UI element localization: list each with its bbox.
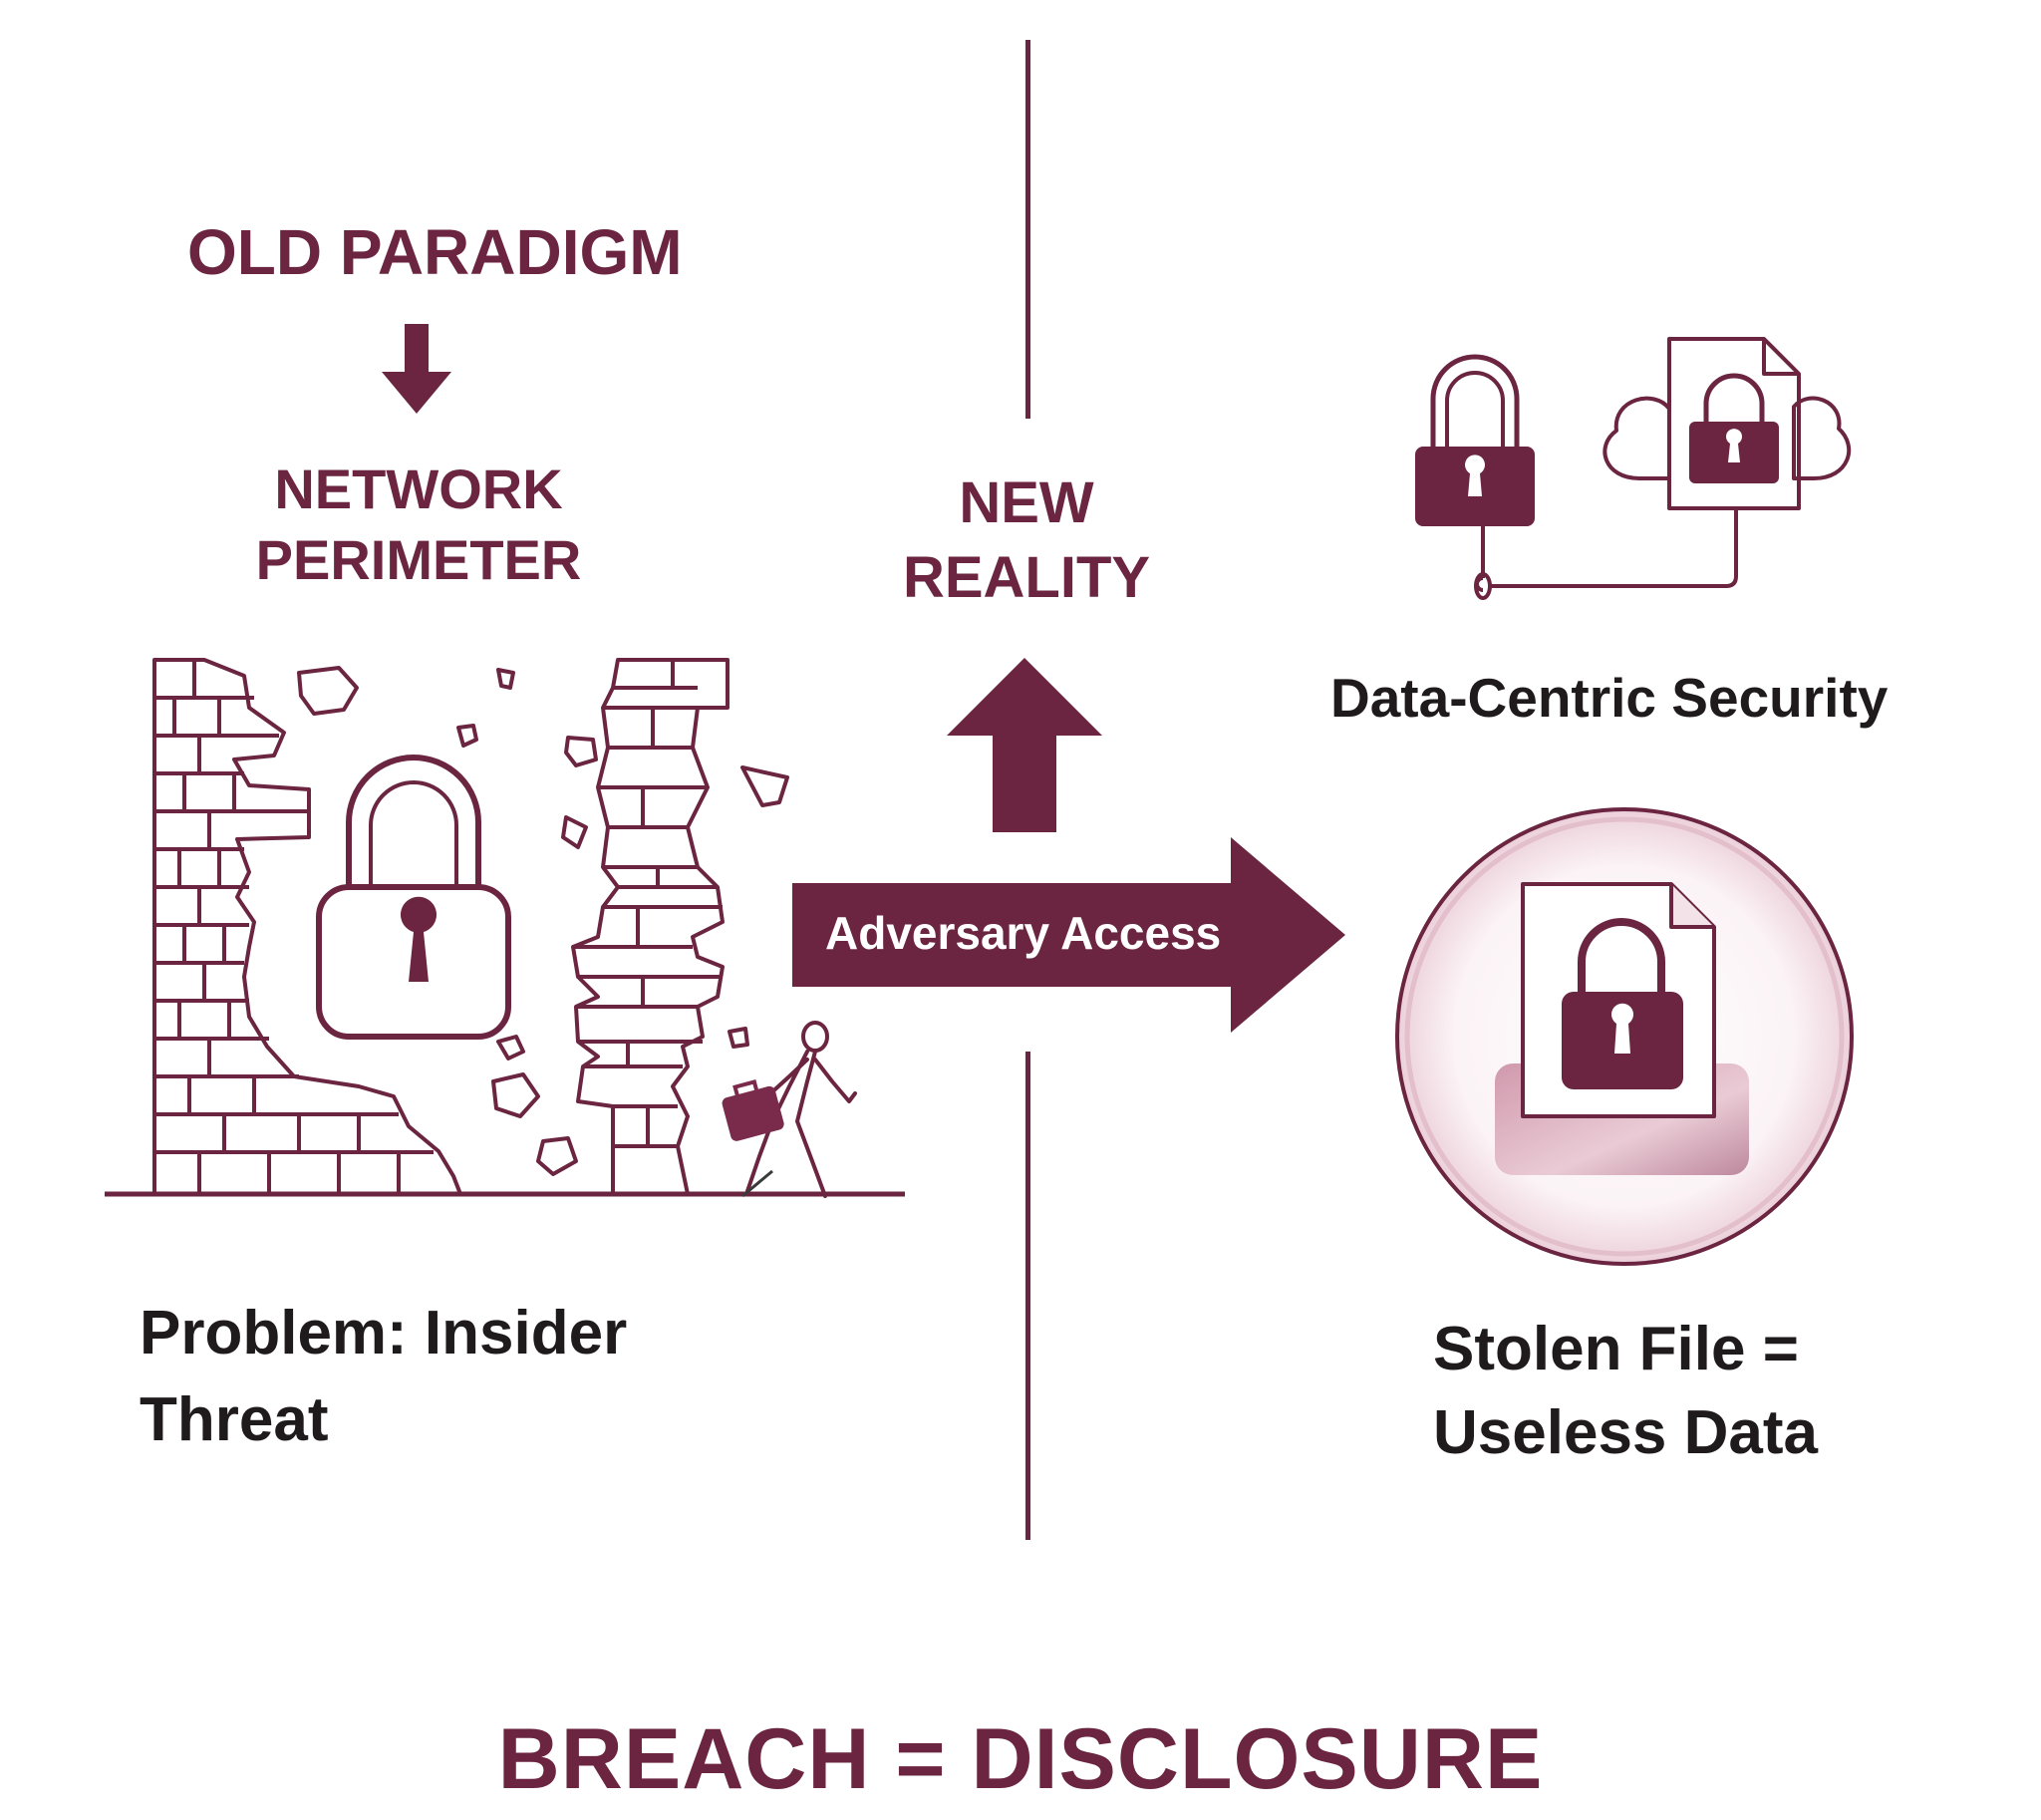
- outcome-label: Stolen File = Useless Data: [1433, 1308, 1818, 1474]
- down-arrow-icon: [382, 324, 451, 414]
- right-arrow-icon: [792, 837, 1345, 1033]
- outcome-line1: Stolen File =: [1433, 1315, 1799, 1383]
- walking-person-with-briefcase-icon: [722, 1021, 857, 1198]
- network-perimeter-label: NETWORK PERIMETER: [249, 457, 588, 591]
- cloud-document-lock-icon: [1415, 337, 1852, 600]
- data-centric-security-label: Data-Centric Security: [1330, 667, 1889, 729]
- problem-line1: Problem: Insider: [140, 1299, 628, 1367]
- network-perimeter-line2: PERIMETER: [255, 527, 582, 591]
- outcome-line2: Useless Data: [1433, 1397, 1819, 1467]
- new-reality-line1: NEW: [959, 470, 1094, 535]
- old-paradigm-title: OLD PARADIGM: [187, 216, 683, 288]
- breach-disclosure-headline: BREACH = DISCLOSURE: [497, 1711, 1544, 1807]
- locked-file-icon: [1395, 807, 1854, 1266]
- problem-line2: Threat: [140, 1384, 329, 1454]
- broken-brick-wall-icon: [105, 658, 905, 1197]
- center-divider-bottom: [1025, 1052, 1030, 1540]
- new-reality-line2: REALITY: [902, 544, 1151, 610]
- adversary-access-label: Adversary Access: [825, 907, 1222, 959]
- up-arrow-icon: [947, 658, 1102, 832]
- new-reality-label: NEW REALITY: [877, 470, 1176, 610]
- network-perimeter-line1: NETWORK: [274, 457, 563, 520]
- center-divider-top: [1025, 40, 1030, 419]
- problem-label: Problem: Insider Threat: [140, 1291, 627, 1464]
